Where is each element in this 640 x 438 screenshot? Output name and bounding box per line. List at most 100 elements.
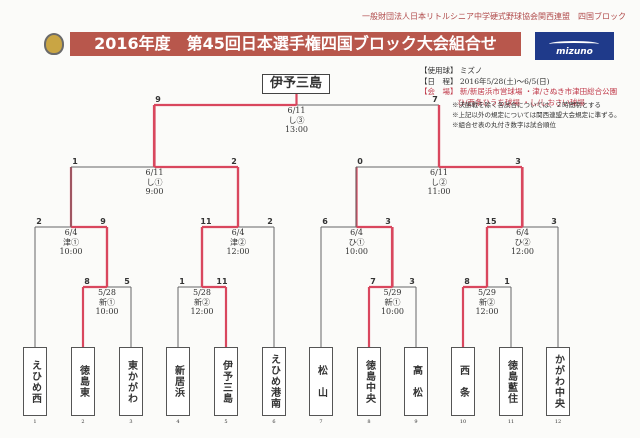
game-date: 6/11 [287,106,306,115]
team-box: 徳島東 [71,347,95,416]
team-box: 徳島中央 [357,347,381,416]
venue-info-2: ひ/西条ひうち球場 ・し/しおさい球場 [420,97,585,107]
notes: ※決勝戦を除く各試合については、２時間制とする ※上記以外の規定については関西連… [452,100,621,130]
score-left: 1 [72,157,78,166]
game-date: 6/11 [430,168,448,177]
team-seed: 6 [272,419,276,425]
score-right: 7 [432,95,438,104]
score-right: 3 [515,157,521,166]
game-venue: し③ [288,115,305,125]
game-venue: 新② [194,297,210,307]
note: ※組合せ表の丸付き数字は試合順位 [452,121,556,129]
game-date: 6/4 [516,228,529,237]
team-box: えひめ西 [23,347,47,416]
team-seed: 3 [129,419,133,425]
team-box: かがわ中央 [546,347,570,416]
team-box: 新居浜 [166,347,190,416]
organization-name: 一般財団法人日本リトルシニア中学硬式野球協会関西連盟 四国ブロック [362,12,626,21]
page-title: 2016年度 第45回日本選手権四国ブロック大会組合せ [70,32,521,56]
team-seed: 12 [554,419,562,425]
league-emblem-logo [44,33,64,55]
sponsor-logo: mizuno [535,32,614,60]
score-left: 7 [370,277,376,286]
game-time: 11:00 [427,187,451,196]
game-time: 12:00 [475,307,499,316]
game-venue: し① [146,177,163,187]
game-time: 10:00 [59,247,83,256]
game-venue: し② [431,177,447,187]
game-date: 6/4 [231,228,245,237]
team-box: 伊予三島 [214,347,238,416]
score-left: 0 [357,157,363,166]
team-seed: 7 [319,419,323,425]
score-left: 1 [179,277,185,286]
game-time: 10:00 [380,307,405,316]
game-date: 5/28 [193,288,211,297]
game-date: 5/29 [383,288,402,297]
team-box: 東かがわ [119,347,143,416]
note: ※上記以外の規定については関西連盟大会規定に準ずる。 [452,111,621,119]
game-time: 13:00 [284,125,309,134]
game-time: 12:00 [190,307,214,316]
champion-box: 伊予三島 [262,74,330,94]
game-date: 6/11 [145,168,164,177]
ball-info: 【使用球】 ミズノ [420,66,483,75]
team-seed: 5 [224,419,228,425]
score-right: 2 [231,157,237,166]
score-right: 2 [267,217,273,226]
game-date: 6/4 [64,228,78,237]
team-box: 西 条 [451,347,475,416]
score-right: 9 [100,217,106,226]
game-venue: 新① [99,297,115,307]
game-time: 12:00 [226,247,250,256]
game-date: 6/4 [350,228,363,237]
score-left: 8 [464,277,470,286]
score-left: 11 [200,217,212,226]
game-venue: 津② [230,237,246,247]
score-left: 9 [155,95,161,104]
game-time: 12:00 [510,247,535,256]
team-seed: 4 [176,419,180,425]
team-seed: 11 [507,419,515,425]
game-date: 5/28 [98,288,116,297]
game-time: 10:00 [95,307,119,316]
game-time: 9:00 [145,187,164,196]
score-right: 3 [409,277,415,286]
score-right: 5 [124,277,130,286]
score-left: 6 [322,217,328,226]
score-left: 8 [84,277,90,286]
team-seed: 2 [81,419,85,425]
game-venue: ひ② [514,237,531,247]
game-venue: 津① [63,237,79,247]
score-right: 11 [216,277,228,286]
team-box: 松 山 [309,347,333,416]
game-venue: ひ① [348,237,365,247]
score-left: 2 [36,217,42,226]
game-date: 5/29 [478,288,496,297]
team-box: 徳島藍住 [499,347,523,416]
venue-info: 【会 場】 新/新居浜市営球場 ・津/さぬき市津田総合公園 [420,87,618,96]
team-seed: 1 [33,419,37,425]
date-info: 【日 程】 2016年5/28(土)～6/5(日) [420,76,550,86]
team-box: えひめ港南 [262,347,286,416]
note: ※決勝戦を除く各試合については、２時間制とする [452,101,601,109]
team-seed: 9 [414,419,418,425]
score-right: 1 [504,277,510,286]
game-venue: 新② [479,297,495,307]
tournament-info: 【使用球】 ミズノ 【日 程】 2016年5/28(土)～6/5(日) 【会 場… [420,66,617,108]
game-time: 10:00 [344,247,369,256]
team-box: 高 松 [404,347,428,416]
score-right: 3 [385,217,391,226]
